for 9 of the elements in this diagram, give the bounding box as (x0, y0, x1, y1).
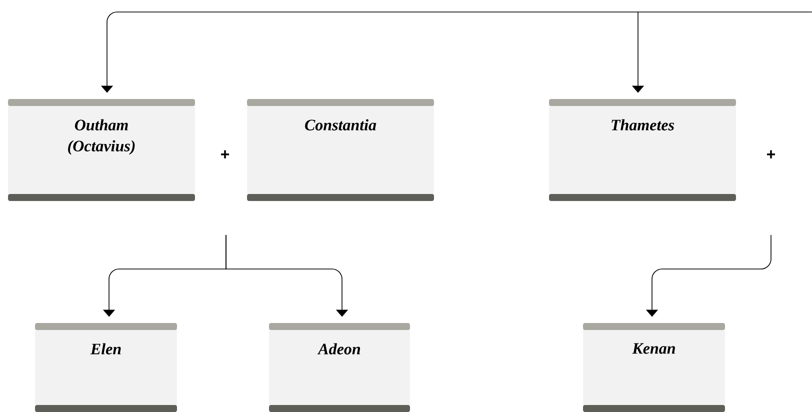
plus-sign: + (221, 150, 230, 158)
plus-sign: + (767, 150, 775, 158)
person-box: Elen (35, 323, 177, 412)
arrow (226, 234, 348, 317)
person-box: Thametes (549, 99, 736, 201)
person-box: Kenan (583, 323, 725, 412)
person-box: Constantia (247, 99, 434, 201)
person-box: Adeon (269, 323, 410, 412)
person-box: Outham (Octavius) (8, 99, 195, 201)
